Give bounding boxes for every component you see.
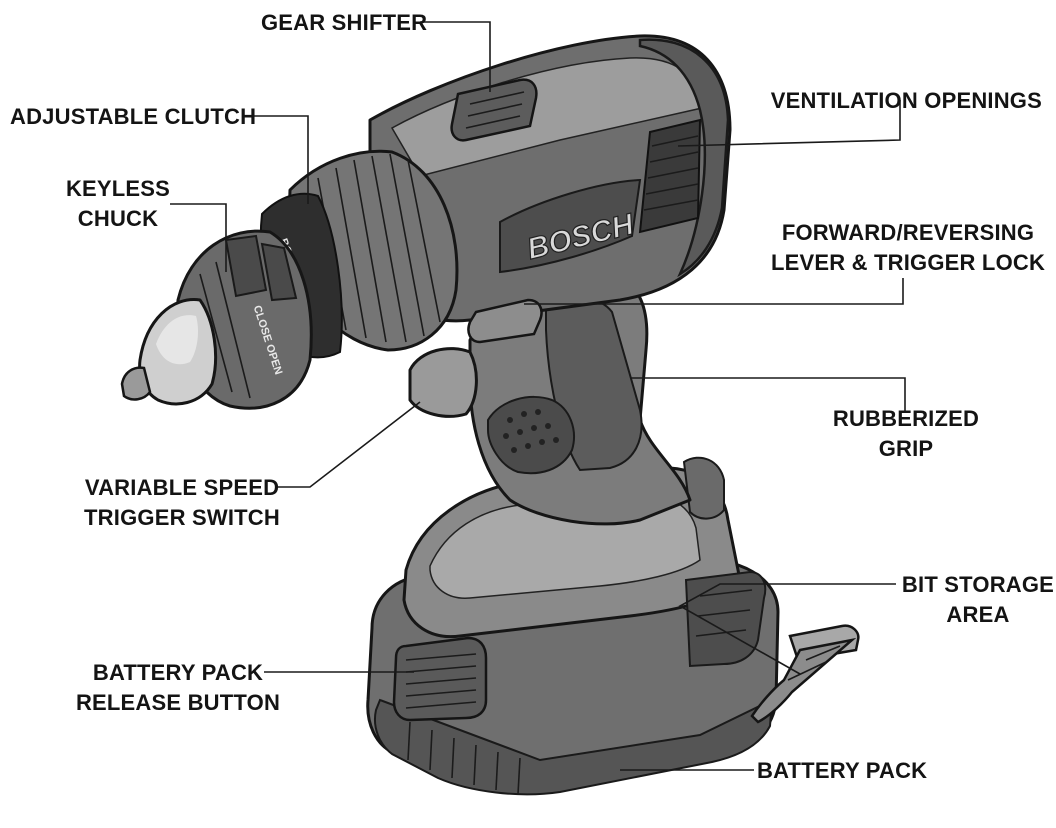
leader-forward-reverse [524, 278, 904, 305]
leader-keyless-chuck [170, 203, 227, 272]
label-forward-reversing-line1: FORWARD/REVERSING [782, 220, 1034, 245]
grip-dots [503, 409, 559, 453]
label-rubberized-grip-line2: GRIP [879, 436, 934, 461]
clutch-ribs [317, 153, 441, 343]
drill-handle [468, 274, 692, 526]
label-adjustable-clutch: ADJUSTABLE CLUTCH [10, 104, 256, 129]
label-rubberized-grip-line1: RUBBERIZED [833, 406, 979, 431]
leader-rubberized-grip [630, 377, 906, 412]
leader-ventilation-openings [677, 100, 901, 147]
label-ventilation-openings: VENTILATION OPENINGS [771, 88, 1042, 113]
label-variable-speed-line1: VARIABLE SPEED [85, 475, 279, 500]
leader-variable-speed [276, 401, 421, 488]
chuck-grip-ribs [199, 234, 298, 399]
label-gear-shifter: GEAR SHIFTER [261, 10, 427, 35]
variable-speed-trigger [408, 347, 478, 418]
label-battery-release-line2: RELEASE BUTTON [76, 690, 280, 715]
keyless-chuck: CLOSE OPEN [120, 229, 313, 410]
leader-bit-storage [678, 583, 896, 675]
label-battery-release-line1: BATTERY PACK [93, 660, 263, 685]
label-variable-speed-line2: TRIGGER SWITCH [84, 505, 280, 530]
leader-lines [170, 21, 906, 771]
label-bit-storage-line1: BIT STORAGE [902, 572, 1054, 597]
label-battery-pack: BATTERY PACK [757, 758, 927, 783]
ventilation-openings [638, 118, 702, 234]
gear-shifter [450, 78, 538, 142]
label-keyless-chuck-line2: CHUCK [78, 206, 158, 231]
forward-reverse-lever [467, 298, 543, 344]
callout-labels: GEAR SHIFTER ADJUSTABLE CLUTCH KEYLESS C… [10, 10, 1054, 783]
leader-adjustable-clutch [245, 115, 309, 204]
motor-housing: BOSCH [368, 34, 732, 344]
drill-bit [750, 624, 860, 724]
label-bit-storage-line2: AREA [946, 602, 1009, 627]
leader-gear-shifter [420, 21, 491, 92]
battery-vents [407, 721, 521, 795]
label-keyless-chuck-line1: KEYLESS [66, 176, 170, 201]
label-forward-reversing-line2: LEVER & TRIGGER LOCK [771, 250, 1045, 275]
battery-release-button [392, 636, 488, 722]
drill-illustration: BOSCH [120, 34, 860, 796]
